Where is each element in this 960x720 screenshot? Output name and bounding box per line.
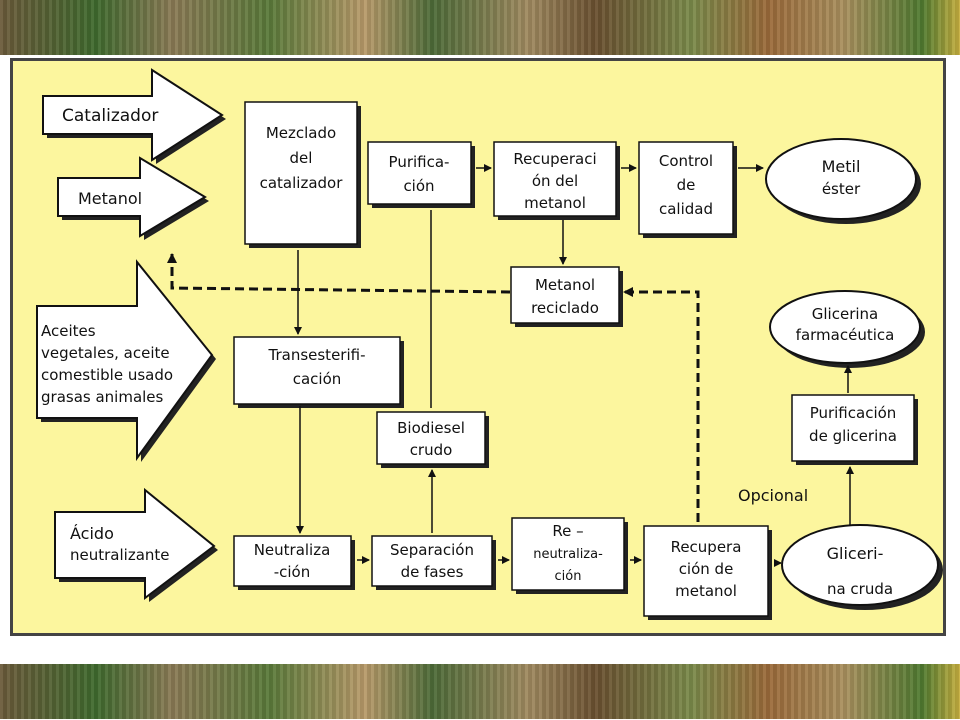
input-label-acido-2: neutralizante [70,546,170,564]
svg-text:del: del [290,149,313,167]
dashed-recuperacion-to-metanol-reciclado [623,287,700,522]
svg-text:Transesterifi-: Transesterifi- [268,346,366,364]
svg-text:Biodiesel: Biodiesel [397,419,465,437]
svg-text:de fases: de fases [401,563,464,581]
box-control-calidad: Control de calidad [638,141,737,238]
box-purificacion-glicerina: Purificación de glicerina [791,394,918,465]
svg-text:éster: éster [822,180,861,198]
svg-text:Control: Control [659,152,713,170]
input-label-metanol: Metanol [78,189,142,208]
box-metanol-reciclado: Metanol reciclado [510,266,623,327]
svg-text:Metanol: Metanol [535,276,595,294]
dashed-recycle-to-metanol-input [167,253,511,294]
svg-text:Purifica-: Purifica- [389,153,450,171]
svg-text:na cruda: na cruda [827,580,893,598]
svg-text:metanol: metanol [675,582,737,600]
flow-arrows [294,164,854,567]
svg-text:Metil: Metil [822,157,861,176]
input-label-aceites-1: Aceites [41,322,96,340]
svg-text:Separación: Separación [390,541,474,559]
svg-text:Recuperaci: Recuperaci [513,150,596,168]
input-arrow-acido: Ácido neutralizante [54,487,218,602]
recycle-lines [167,253,700,522]
svg-text:ción: ción [555,569,582,584]
svg-text:ción de: ción de [679,560,734,578]
box-neutralizacion: Neutraliza -ción [233,535,355,590]
box-reneutralizacion: Re – neutraliza- ción [511,517,628,594]
svg-text:ción: ción [403,177,434,195]
svg-text:Mezclado: Mezclado [266,124,336,142]
input-label-acido-1: Ácido [70,524,114,543]
input-label-aceites-4: grasas animales [41,388,164,406]
svg-text:de: de [677,176,696,194]
svg-text:crudo: crudo [410,441,453,459]
box-biodiesel-crudo: Biodiesel crudo [376,411,489,468]
svg-text:metanol: metanol [524,194,586,212]
input-label-aceites-2: vegetales, aceite [41,344,170,362]
svg-text:catalizador: catalizador [260,174,344,192]
svg-text:-ción: -ción [274,563,311,581]
svg-text:cación: cación [293,370,342,388]
bottom-photo-banner [0,664,960,719]
input-arrow-aceites: Aceites vegetales, aceite comestible usa… [36,259,216,462]
box-recuperacion-metanol-2: Recupera ción de metanol [643,525,772,620]
box-mezclado: Mezclado del catalizador [244,101,361,248]
input-arrow-metanol: Metanol [57,156,209,240]
opcional-label: Opcional [738,486,808,505]
box-recuperacion-metanol: Recuperaci ón del metanol [493,141,620,220]
svg-text:de glicerina: de glicerina [809,427,897,445]
oval-glicerina-cruda: Gliceri- na cruda [781,524,943,610]
top-photo-banner [0,0,960,55]
svg-text:reciclado: reciclado [531,299,599,317]
svg-text:calidad: calidad [659,200,713,218]
svg-text:Recupera: Recupera [671,538,742,556]
input-label-catalizador: Catalizador [62,106,158,126]
box-separacion-fases: Separación de fases [371,535,496,590]
svg-text:Re –: Re – [552,522,583,540]
svg-text:farmacéutica: farmacéutica [796,326,895,344]
svg-text:Neutraliza: Neutraliza [254,541,331,559]
svg-text:Gliceri-: Gliceri- [827,544,884,563]
svg-text:neutraliza-: neutraliza- [533,547,603,562]
box-purificacion: Purifica- ción [367,141,475,208]
input-arrow-catalizador: Catalizador [42,68,226,164]
svg-text:ón del: ón del [532,172,578,190]
oval-metil-ester: Metil éster [765,138,921,224]
oval-glicerina-farmaceutica: Glicerina farmacéutica [769,290,925,368]
svg-text:Purificación: Purificación [810,404,897,422]
box-transesterificacion: Transesterifi- cación [233,336,404,408]
input-label-aceites-3: comestible usado [41,366,173,384]
svg-text:Glicerina: Glicerina [812,305,878,323]
